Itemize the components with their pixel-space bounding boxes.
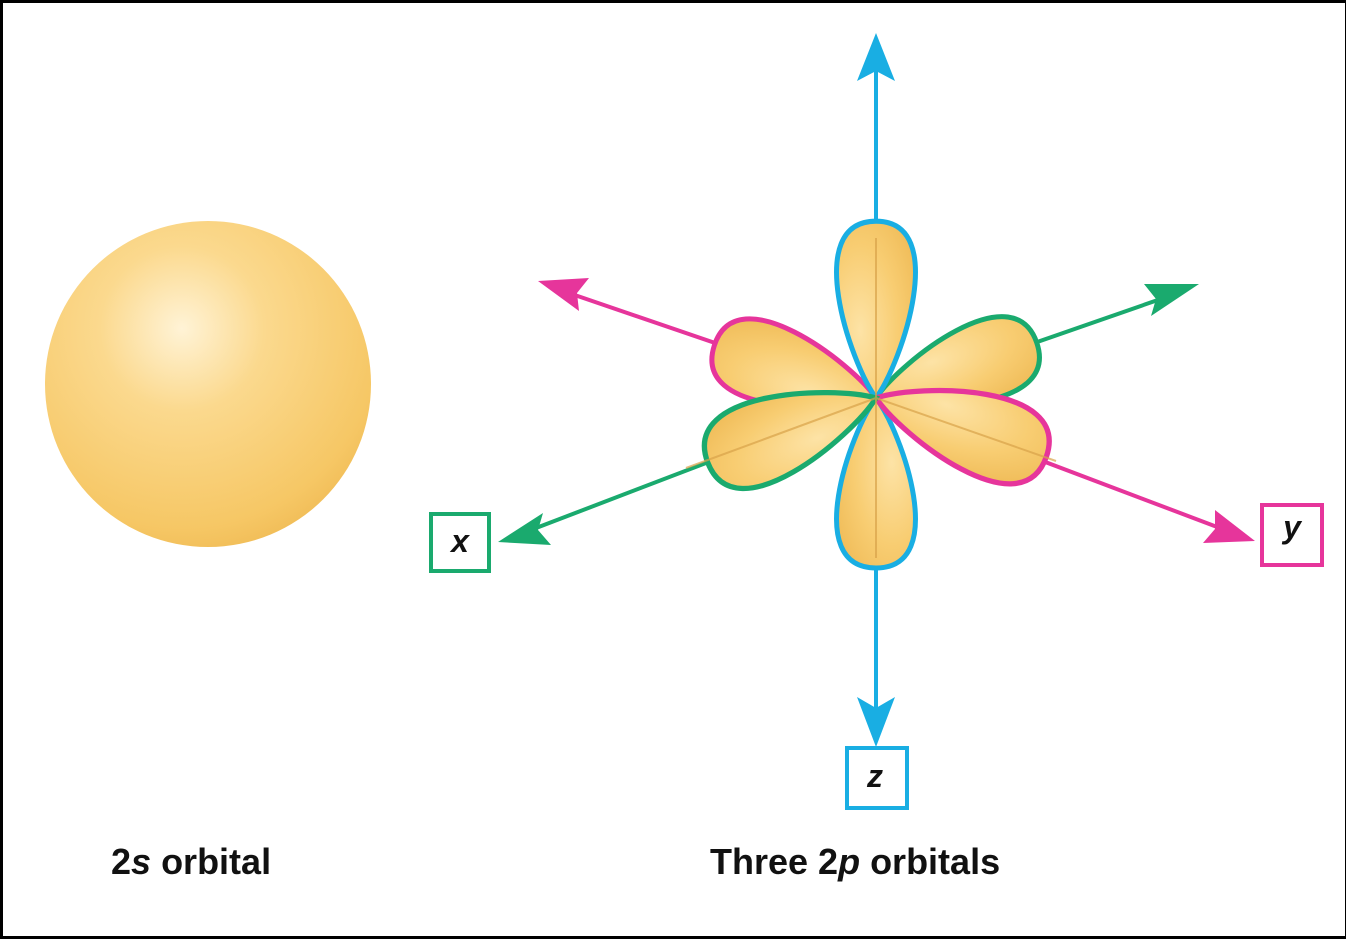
p-orbital-lobes [685, 221, 1060, 568]
svg-text:y: y [1281, 509, 1303, 545]
svg-text:z: z [866, 758, 883, 794]
z-axis-label: z [845, 746, 909, 810]
y-axis-label: y [1260, 503, 1324, 567]
svg-text:x: x [449, 523, 470, 559]
x-axis-label: x [429, 512, 491, 573]
s-orbital-caption: 2s orbital [111, 841, 272, 882]
y-down-arrowhead [1203, 510, 1255, 543]
y-up-arrowhead [538, 278, 589, 311]
p-orbitals-caption: Three 2p orbitals [710, 841, 1001, 882]
s-orbital-sphere [45, 221, 371, 547]
axis-arrowheads [498, 33, 1255, 747]
orbital-diagram: x y z [45, 33, 1324, 810]
x-up-arrowhead [1144, 284, 1199, 316]
z-down-arrowhead [857, 697, 895, 747]
z-up-arrowhead [857, 33, 895, 81]
x-down-arrowhead [498, 513, 551, 545]
